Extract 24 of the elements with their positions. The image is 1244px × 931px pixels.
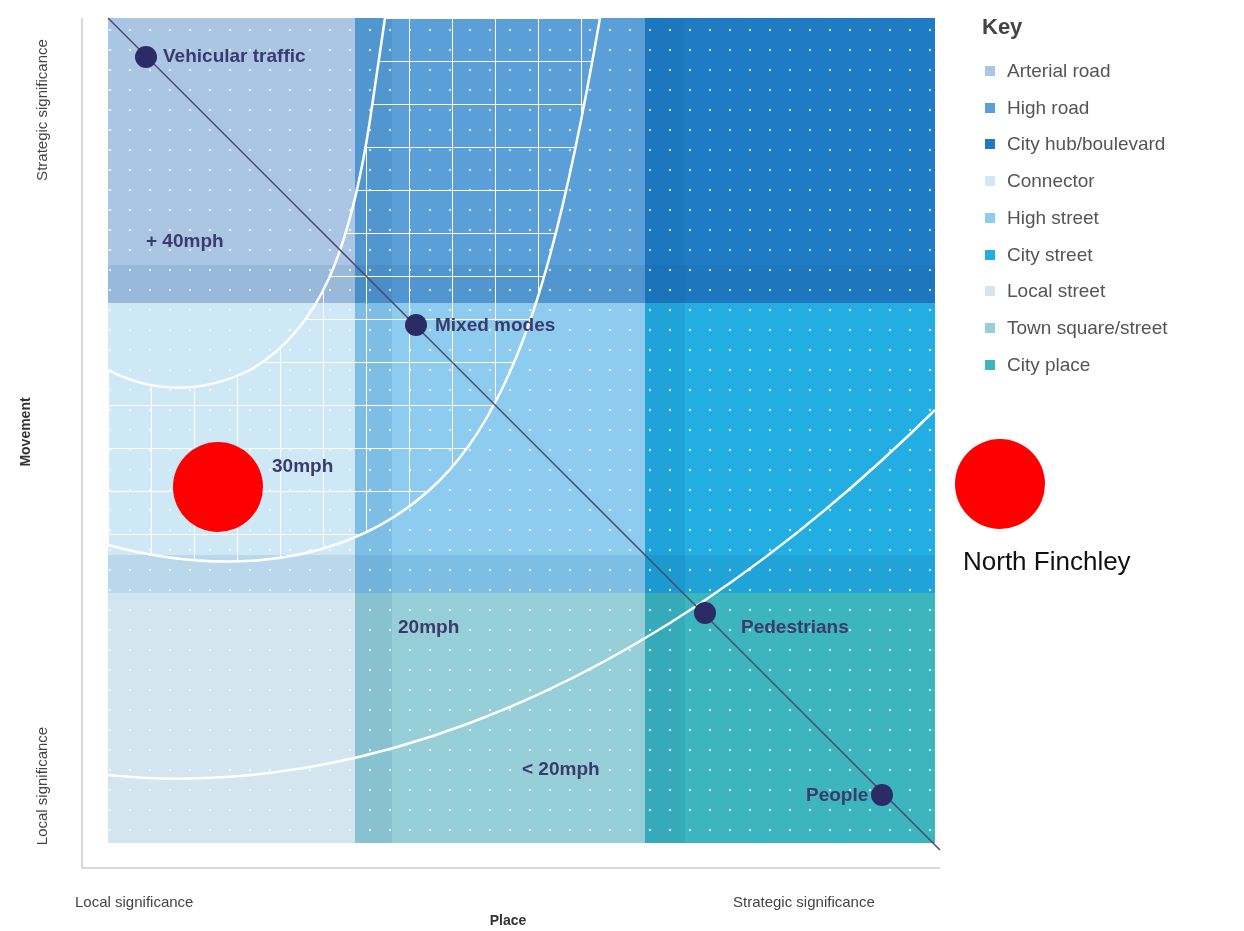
legend-label: Local street <box>1007 280 1106 303</box>
speed-label: 30mph <box>272 455 334 477</box>
axis-label: Local significance <box>75 893 194 911</box>
speed-label: + 40mph <box>146 230 224 252</box>
speed-label: 20mph <box>398 616 460 638</box>
legend-label: City street <box>1007 243 1093 266</box>
axis-label: Strategic significance <box>733 893 875 911</box>
axis-title: Movement <box>16 397 34 467</box>
point-label: People <box>806 784 869 806</box>
point-label: Vehicular traffic <box>163 45 306 67</box>
legend-label: Connector <box>1007 170 1095 193</box>
axis-title: Place <box>489 912 527 929</box>
legend-label: High street <box>1007 206 1099 229</box>
key-heading: Key <box>982 14 1023 40</box>
legend-label: Arterial road <box>1007 60 1111 82</box>
legend-label: City place <box>1007 353 1091 376</box>
legend-label: High road <box>1007 96 1090 119</box>
legend-label: City hub/boulevard <box>1007 133 1166 156</box>
axis-label: Local significance <box>33 726 51 846</box>
axis-label: Strategic significance <box>33 39 51 181</box>
legend-label: Town square/street <box>1007 316 1168 339</box>
place-label: North Finchley <box>963 547 1131 577</box>
point-label: Pedestrians <box>741 616 849 638</box>
speed-label: < 20mph <box>522 758 600 780</box>
